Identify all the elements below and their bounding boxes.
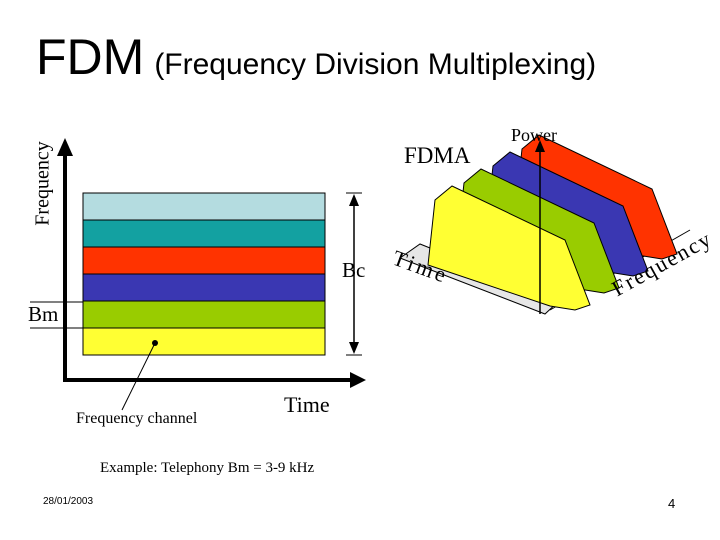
frequency-band-5 (82, 300, 326, 329)
fdma-label: FDMA (404, 143, 471, 168)
y-axis-arrowhead (57, 138, 73, 156)
channel-pointer-dot (152, 340, 158, 346)
bc-arrowhead-down (349, 342, 359, 354)
title-subtitle: (Frequency Division Multiplexing) (154, 48, 597, 81)
footer-date: 28/01/2003 (43, 496, 94, 507)
frequency-band-1 (82, 192, 326, 221)
page-number: 4 (668, 496, 676, 511)
bc-label: Bc (342, 258, 366, 282)
frequency-band-2 (82, 219, 326, 248)
fdma-channel-1 (427, 185, 591, 311)
frequency-band-4 (82, 273, 326, 302)
frequency-bands (82, 192, 326, 356)
frequency-channel-label: Frequency channel (76, 410, 198, 427)
example-text: Example: Telephony Bm = 3-9 kHz (100, 460, 315, 476)
frequency-band-3 (82, 246, 326, 275)
fdma-3d-diagram (398, 134, 691, 315)
title-main: FDM (36, 29, 145, 85)
bc-arrowhead-up (349, 194, 359, 206)
x-axis-label: Time (284, 392, 330, 417)
fdma-channels (427, 134, 678, 311)
power-axis-arrowhead (535, 140, 545, 152)
power-label: Power (511, 125, 557, 145)
x-axis-arrowhead (350, 372, 366, 388)
y-axis-label: Frequency (31, 141, 54, 226)
bm-label: Bm (28, 302, 59, 326)
frequency-band-6 (82, 327, 326, 356)
slide-title: FDM (Frequency Division Multiplexing) (36, 28, 596, 86)
channel-pointer-line (121, 342, 156, 411)
